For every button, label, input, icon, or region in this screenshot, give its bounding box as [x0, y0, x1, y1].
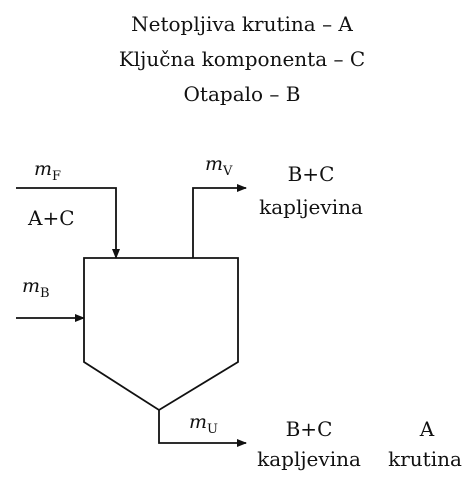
legend-solid: Netopljiva krutina – A — [131, 12, 353, 36]
overflow-stream-label: mV — [205, 153, 233, 179]
feed-composition: A+C — [27, 206, 75, 230]
solvent-stream-label: mB — [22, 275, 50, 301]
extraction-vessel — [83, 257, 239, 412]
underflow-phase: kapljevina — [257, 447, 361, 471]
overflow-phase: kapljevina — [259, 195, 363, 219]
underflow-solid-composition: A — [419, 417, 435, 441]
feed-stream-arrow — [16, 187, 120, 259]
underflow-stream-arrow — [158, 410, 247, 447]
underflow-composition: B+C — [286, 417, 333, 441]
legend-solvent: Otapalo – B — [184, 82, 301, 106]
legend-key-component: Ključna komponenta – C — [119, 47, 365, 71]
underflow-solid-phase: krutina — [388, 447, 462, 471]
overflow-composition: B+C — [288, 162, 335, 186]
feed-stream-label: mF — [34, 158, 61, 184]
underflow-stream-label: mU — [189, 411, 218, 437]
overflow-stream-arrow — [192, 184, 247, 258]
